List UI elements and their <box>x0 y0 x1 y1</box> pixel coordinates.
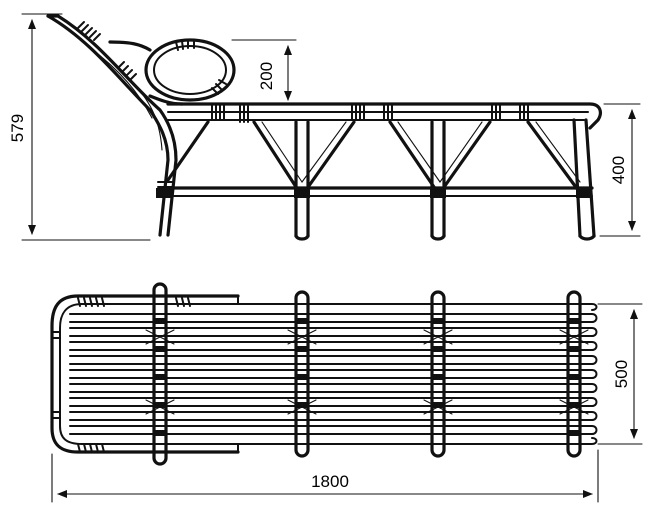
dimension-200: 200 <box>231 39 297 101</box>
dimension-label-200: 200 <box>257 62 276 90</box>
dimension-500: 500 <box>597 303 643 445</box>
dimension-label-400: 400 <box>609 156 628 184</box>
v-braces <box>166 120 581 192</box>
bed-lower-rail <box>163 186 594 197</box>
top-view: 500 1800 <box>50 282 643 503</box>
backrest-frame <box>46 14 178 237</box>
side-view: 579 200 400 <box>8 13 641 241</box>
dimension-label-579: 579 <box>8 114 27 142</box>
bed-top-rails <box>166 102 602 130</box>
dimension-579: 579 <box>8 13 151 241</box>
x-bindings <box>145 329 589 415</box>
dimension-label-1800: 1800 <box>311 472 349 491</box>
legs <box>156 118 596 241</box>
dimension-400: 400 <box>599 103 641 237</box>
cross-bars <box>152 282 582 466</box>
slats <box>69 303 598 445</box>
dimension-label-500: 500 <box>612 360 631 388</box>
outer-frame <box>50 294 240 454</box>
dimension-1800: 1800 <box>51 449 599 503</box>
